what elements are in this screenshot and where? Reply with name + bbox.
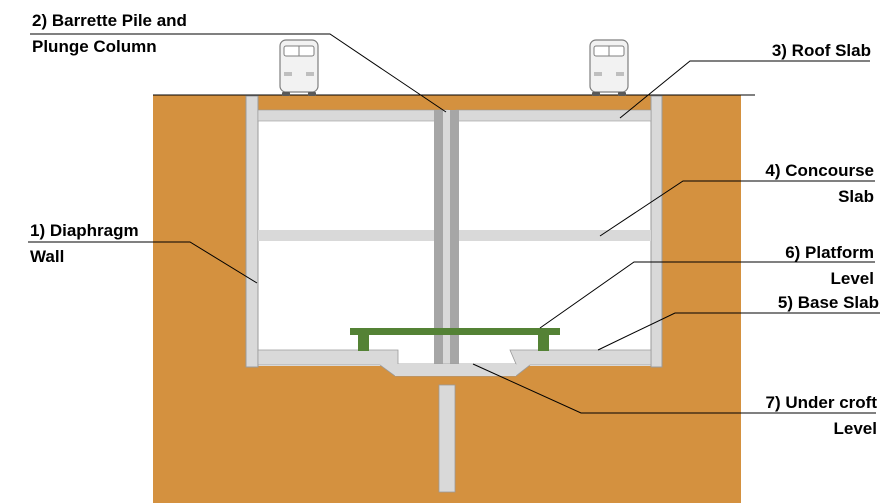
diaphragm-wall-right: [650, 95, 663, 368]
label-diaphragm-line2: Wall: [30, 247, 65, 266]
label-barrette-line2: Plunge Column: [32, 37, 157, 56]
leader-roof-slab: [619, 60, 870, 119]
concourse-slab-left: [258, 230, 434, 241]
label-platform-line1: 6) Platform: [785, 243, 874, 262]
platform-support-right: [538, 335, 549, 351]
label-barrette-pile: 2) Barrette Pile and Plunge Column: [32, 8, 187, 60]
label-roof-slab: 3) Roof Slab: [772, 38, 871, 64]
label-platform-level: 6) Platform Level: [785, 240, 874, 292]
plunge-column-right-flange: [450, 110, 459, 366]
leader-under-croft: [472, 363, 876, 414]
barrette-pile: [438, 384, 456, 493]
plunge-column-left-flange: [434, 110, 443, 366]
leader-diaphragm-wall: [28, 241, 258, 284]
label-roof-slab-line1: 3) Roof Slab: [771, 41, 871, 60]
label-under-croft-line2: Level: [833, 419, 877, 438]
platform-deck: [350, 328, 560, 335]
leader-barrette: [30, 33, 447, 113]
label-barrette-line1: 2) Barrette Pile and: [32, 11, 187, 30]
roof-slab-right: [455, 109, 652, 122]
label-base-slab-line1: 5) Base Slab: [777, 293, 879, 312]
label-under-croft: 7) Under croft Level: [766, 390, 877, 442]
under-croft-slab: [395, 364, 516, 376]
label-concourse-line2: Slab: [838, 187, 874, 206]
label-diaphragm-line1: 1) Diaphragm: [30, 221, 139, 240]
label-diaphragm-wall: 1) Diaphragm Wall: [30, 218, 139, 270]
leader-concourse: [599, 180, 875, 237]
platform-support-left: [358, 335, 369, 351]
bus-icon: [279, 39, 319, 96]
label-platform-line2: Level: [830, 269, 874, 288]
leader-platform: [539, 261, 875, 329]
roof-slab-left: [257, 109, 449, 122]
label-concourse-slab: 4) Concourse Slab: [765, 158, 874, 210]
leader-base-slab: [597, 312, 880, 351]
label-under-croft-line1: 7) Under croft: [765, 393, 877, 412]
label-concourse-line1: 4) Concourse: [765, 161, 874, 180]
bus-icon: [589, 39, 629, 96]
label-base-slab: 5) Base Slab: [778, 290, 879, 316]
diaphragm-wall-left: [245, 95, 259, 368]
concourse-slab-right: [459, 230, 651, 241]
